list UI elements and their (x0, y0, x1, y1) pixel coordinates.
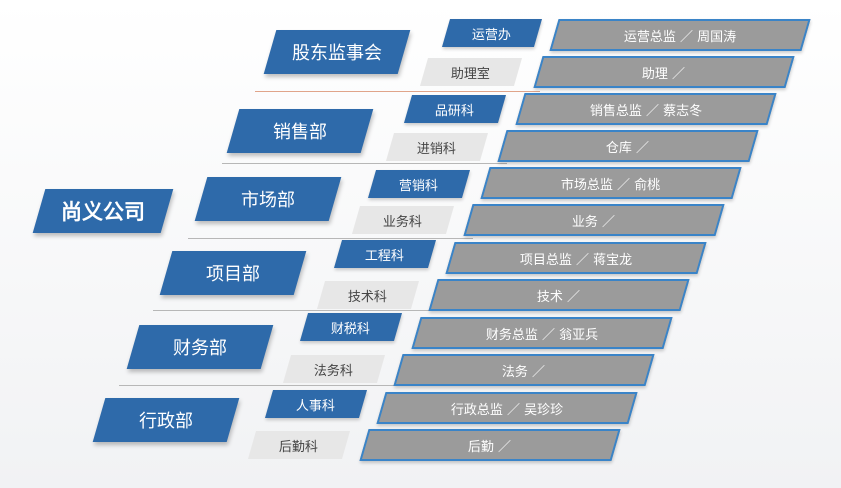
company-node: 尚义公司 (32, 189, 174, 233)
department-node: 股东监事会 (263, 30, 411, 74)
department-node: 销售部 (226, 109, 374, 153)
sub-unit-name: 业务科 (383, 214, 423, 230)
sub-unit-node: 业务科 (351, 206, 455, 234)
sub-unit-name: 人事科 (296, 398, 336, 414)
position-text: 仓库 ／ (606, 140, 650, 156)
position-node: 后勤 ／ (359, 429, 621, 461)
position-text: 项目总监 ／ 蒋宝龙 (519, 252, 633, 268)
position-text: 市场总监 ／ 俞桃 (561, 177, 661, 193)
position-node: 业务 ／ (463, 204, 725, 236)
separator-line (222, 163, 507, 164)
sub-unit-name: 进销科 (417, 141, 457, 157)
sub-unit-node: 助理室 (419, 58, 523, 86)
sub-unit-node: 运营办 (441, 19, 543, 47)
sub-unit-node: 技术科 (316, 281, 420, 309)
position-text: 技术 ／ (537, 289, 581, 305)
sub-unit-name: 营销科 (399, 178, 439, 194)
sub-unit-node: 进销科 (385, 133, 489, 161)
position-node: 销售总监 ／ 蔡志冬 (515, 93, 777, 125)
sub-unit-name: 后勤科 (279, 439, 319, 455)
sub-unit-name: 运营办 (472, 27, 512, 43)
department-name: 销售部 (273, 122, 327, 143)
position-text: 业务 ／ (572, 214, 616, 230)
position-node: 市场总监 ／ 俞桃 (480, 167, 742, 199)
position-text: 销售总监 ／ 蔡志冬 (589, 103, 703, 119)
position-text: 运营总监 ／ 周国涛 (623, 29, 737, 45)
position-node: 项目总监 ／ 蒋宝龙 (445, 242, 707, 274)
sub-unit-name: 法务科 (314, 363, 354, 379)
sub-unit-node: 工程科 (333, 240, 437, 268)
position-node: 法务 ／ (393, 354, 655, 386)
sub-unit-name: 技术科 (348, 289, 388, 305)
department-name: 股东监事会 (292, 43, 382, 64)
separator-line (188, 238, 473, 239)
sub-unit-node: 法务科 (282, 355, 386, 383)
sub-unit-name: 财税科 (331, 321, 371, 337)
separator-line (255, 91, 540, 92)
department-name: 市场部 (241, 190, 295, 211)
sub-unit-node: 人事科 (264, 390, 368, 418)
separator-line (119, 385, 404, 386)
position-node: 运营总监 ／ 周国涛 (549, 19, 811, 51)
sub-unit-name: 助理室 (451, 66, 491, 82)
department-name: 行政部 (139, 411, 193, 432)
position-text: 行政总监 ／ 吴珍珍 (450, 402, 564, 418)
department-node: 项目部 (159, 251, 307, 295)
position-text: 后勤 ／ (468, 439, 512, 455)
sub-unit-node: 品研科 (403, 95, 507, 123)
position-node: 技术 ／ (428, 279, 690, 311)
department-node: 财务部 (126, 325, 274, 369)
department-name: 财务部 (173, 338, 227, 359)
department-node: 行政部 (92, 398, 240, 442)
sub-unit-node: 后勤科 (247, 431, 351, 459)
position-node: 助理 ／ (533, 56, 795, 88)
position-node: 仓库 ／ (497, 130, 759, 162)
position-node: 行政总监 ／ 吴珍珍 (376, 392, 638, 424)
position-text: 法务 ／ (502, 364, 546, 380)
position-node: 财务总监 ／ 翁亚兵 (411, 317, 673, 349)
sub-unit-name: 工程科 (365, 248, 405, 264)
position-text: 财务总监 ／ 翁亚兵 (485, 327, 599, 343)
sub-unit-name: 品研科 (435, 103, 475, 119)
department-node: 市场部 (194, 177, 342, 221)
separator-line (153, 310, 438, 311)
sub-unit-node: 营销科 (367, 170, 471, 198)
sub-unit-node: 财税科 (299, 313, 403, 341)
position-text: 助理 ／ (642, 66, 686, 82)
company-name: 尚义公司 (61, 200, 145, 224)
department-name: 项目部 (206, 264, 260, 285)
